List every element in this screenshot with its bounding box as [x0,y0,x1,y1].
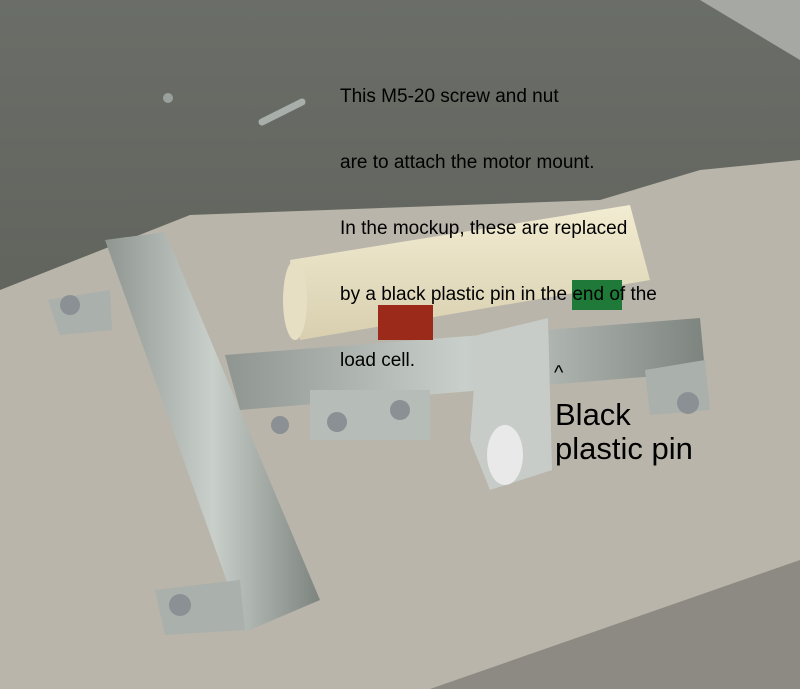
annotation-line: Black [555,397,631,432]
horizontal-extrusion [225,318,705,410]
foot-bracket [155,580,245,635]
concrete-block-front-face [430,560,800,689]
pin-pointer-caret: ^ [554,362,564,384]
annotation-line: This M5-20 screw and nut [340,86,559,107]
screw-annotation: This M5-20 screw and nut are to attach t… [340,42,657,394]
bolt [327,412,347,432]
annotation-line: load cell. [340,350,415,371]
bolt [60,295,80,315]
wall-corner [700,0,800,60]
annotation-line: are to attach the motor mount. [340,152,595,173]
nut [163,93,173,103]
bolt [271,416,289,434]
bolt [677,392,699,414]
red-binder-clip [378,305,433,340]
vertical-extrusion [105,232,320,632]
bolt [390,400,410,420]
bolt [169,594,191,616]
m5-screw [258,98,306,126]
mount-plate [310,390,430,440]
annotation-line: by a black plastic pin in the end of the [340,284,657,305]
black-plastic-pin [487,425,523,485]
pin-annotation: Black plastic pin [555,398,693,466]
annotation-line: plastic pin [555,431,693,466]
annotation-line: In the mockup, these are replaced [340,218,628,239]
tube-end [283,260,307,340]
green-binder-clip [572,280,622,310]
